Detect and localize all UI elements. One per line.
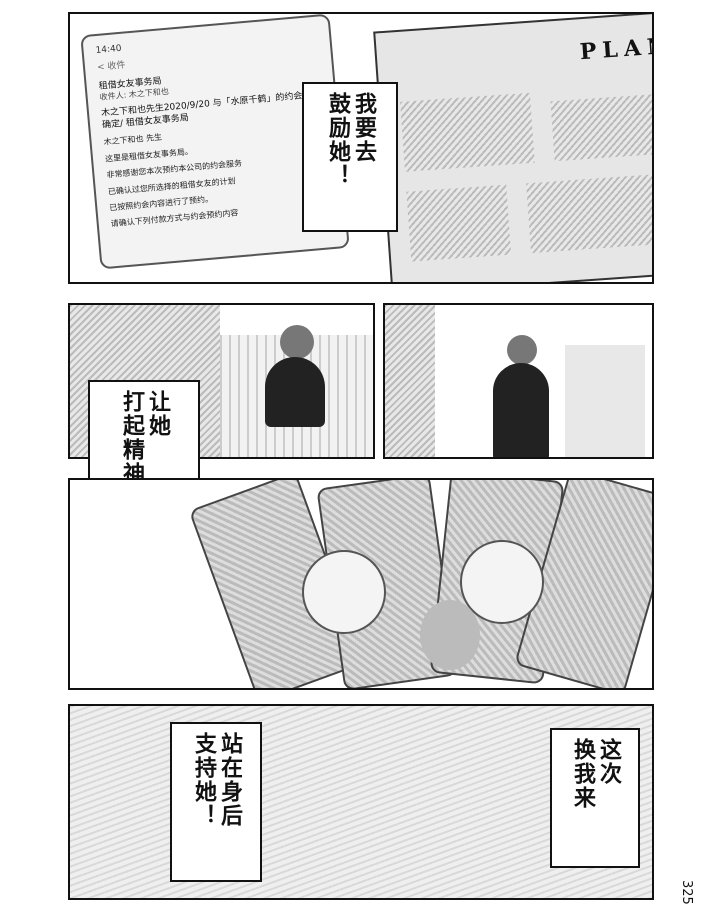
character-head <box>280 325 314 359</box>
page-number: 325 <box>679 880 694 905</box>
bubble-text-line: 鼓励她！ <box>325 92 350 188</box>
bubble-text-line: 支持她！ <box>191 732 216 828</box>
bubble-text-line: 让她 <box>145 390 170 438</box>
panel-banknotes <box>68 478 654 690</box>
bubble-text-line: 站在身后 <box>217 732 242 828</box>
hand <box>420 600 480 670</box>
date-plan-magazine: PLAN <box>373 14 654 282</box>
panel-face-closeup: 这次 换我来 站在身后 支持她！ <box>68 704 654 900</box>
panel-phone-magazine: 14:40 < 收件 租借女友事务局 收件人: 木之下和也 木之下和也先生202… <box>68 12 654 284</box>
banknote-watermark <box>460 540 544 624</box>
bubble-text-line: 这次 <box>596 738 621 786</box>
magazine-photo <box>526 172 652 254</box>
atm-machine <box>565 345 645 457</box>
bubble-text-line: 我要去 <box>351 92 376 164</box>
magazine-photo <box>550 93 652 162</box>
magazine-title: PLAN <box>579 32 654 66</box>
speech-bubble-encourage: 我要去 鼓励她！ <box>302 82 398 232</box>
magazine-photo <box>400 92 535 172</box>
speech-bubble-support: 站在身后 支持她！ <box>170 722 262 882</box>
banknote-watermark <box>302 550 386 634</box>
character-head <box>507 335 537 365</box>
doorway <box>385 305 435 457</box>
bubble-text-line: 换我来 <box>570 738 595 810</box>
magazine-photo <box>406 184 512 262</box>
character-sitting <box>265 357 325 427</box>
character-standing <box>493 363 549 457</box>
speech-bubble-my-turn: 这次 换我来 <box>550 728 640 868</box>
panel-atm <box>383 303 654 459</box>
